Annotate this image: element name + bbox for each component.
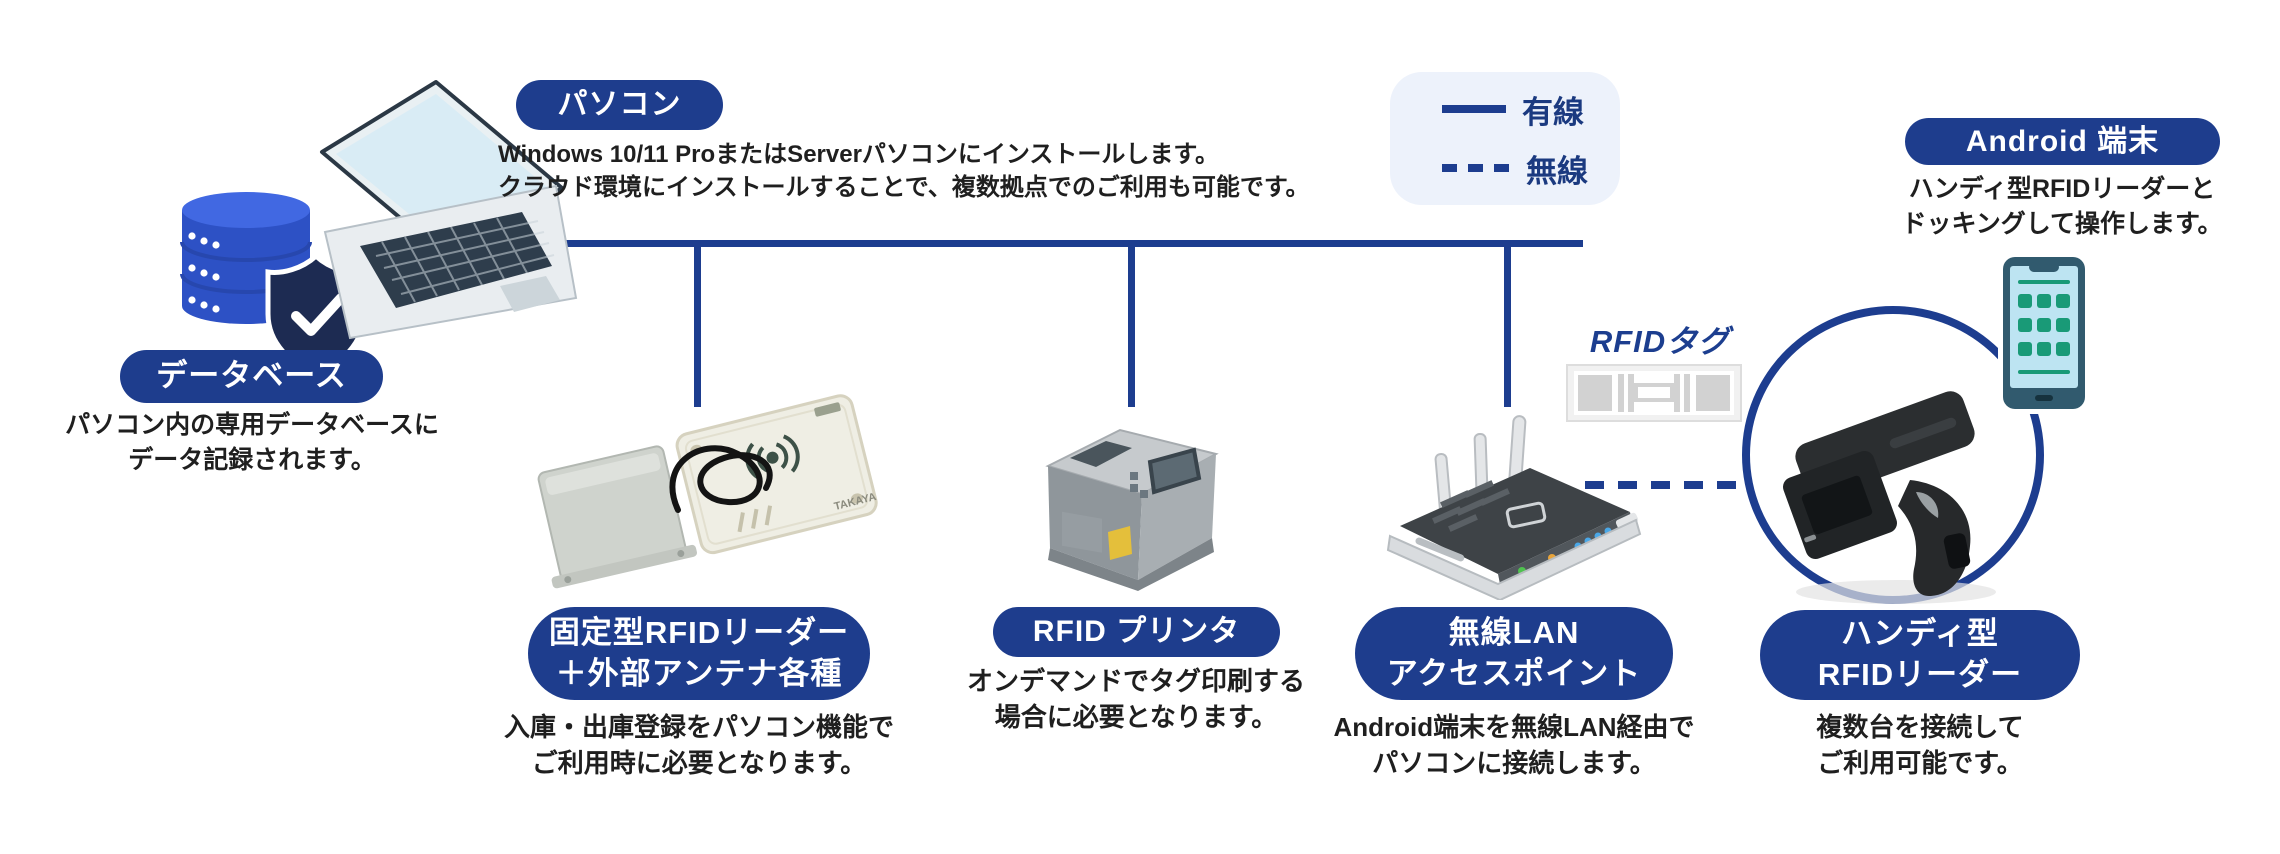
- wireless-router-image: [1386, 415, 1642, 600]
- antenna-cable: [669, 445, 773, 513]
- laptop-icon: [320, 80, 578, 340]
- wired-bus-line: [560, 240, 1583, 247]
- legend-wireless-row: 無線: [1442, 146, 1620, 191]
- fixed-reader-desc-line1: 入庫・出庫登録をパソコン機能で: [503, 712, 894, 742]
- pc-desc-line2: クラウド環境にインストールすることで、複数拠点でのご利用も可能です。: [498, 174, 1310, 202]
- database-icon: [180, 192, 367, 378]
- database-label-pill: データベース: [120, 350, 383, 403]
- fixed-reader-label-line1: 固定型RFIDリーダー: [548, 614, 850, 650]
- handheld-desc-line1: 複数台を接続して: [1816, 712, 2024, 742]
- access-point-label-pill: 無線LAN アクセスポイント: [1355, 607, 1673, 700]
- handheld-description: 複数台を接続して ご利用可能です。: [1720, 710, 2120, 782]
- database-description: パソコン内の専用データベースに データ記録されます。: [52, 408, 452, 477]
- android-description: ハンディ型RFIDリーダーと ドッキングして操作します。: [1862, 172, 2262, 241]
- access-point-label-line2: アクセスポイント: [1386, 655, 1642, 691]
- drop-line-printer: [1128, 240, 1135, 407]
- printer-label: RFID プリンタ: [1032, 615, 1241, 649]
- legend-wireless-label: 無線: [1526, 153, 1588, 189]
- access-point-desc-line2: パソコンに接続します。: [1372, 747, 1656, 778]
- handheld-desc-line2: ご利用可能です。: [1817, 747, 2023, 778]
- fixed-rfid-reader-image: TAKAYA: [537, 394, 878, 589]
- printer-description: オンデマンドでタグ印刷する 場合に必要となります。: [936, 664, 1336, 736]
- rfid-tag-image: [1566, 364, 1742, 422]
- legend-wired-row: 有線: [1442, 87, 1620, 132]
- database-label: データベース: [156, 358, 347, 394]
- wireless-dashed-line: [1585, 481, 1737, 489]
- rfid-printer-image: [1045, 428, 1219, 591]
- printer-desc-line1: オンデマンドでタグ印刷する: [966, 666, 1305, 696]
- legend-wired-label: 有線: [1522, 94, 1584, 130]
- smartphone-icon: [1998, 252, 2090, 414]
- handheld-rfid-reader-image: [1783, 391, 1996, 604]
- wireless-line-sample: [1442, 164, 1510, 172]
- access-point-description: Android端末を無線LAN経由で パソコンに接続します。: [1314, 710, 1714, 782]
- android-label-pill: Android 端末: [1905, 118, 2220, 165]
- pc-label-pill: パソコン: [516, 80, 723, 130]
- drop-line-access-point: [1504, 240, 1511, 407]
- pc-label: パソコン: [557, 88, 682, 122]
- drop-line-fixed-reader: [694, 240, 701, 407]
- database-desc-line1: パソコン内の専用データベースに: [65, 411, 439, 439]
- access-point-label-line1: 無線LAN: [1448, 614, 1580, 650]
- legend-box: 有線 無線: [1390, 72, 1620, 205]
- android-desc-line1: ハンディ型RFIDリーダーと: [1908, 175, 2216, 203]
- printer-desc-line2: 場合に必要となります。: [994, 701, 1278, 732]
- antenna-panel-image: [537, 445, 697, 589]
- handheld-label-line1: ハンディ型: [1841, 616, 1999, 652]
- android-desc-line2: ドッキングして操作します。: [1901, 209, 2223, 238]
- wired-line-sample: [1442, 105, 1506, 113]
- fixed-reader-description: 入庫・出庫登録をパソコン機能で ご利用時に必要となります。: [499, 710, 899, 782]
- handheld-label-pill: ハンディ型 RFIDリーダー: [1760, 610, 2080, 700]
- printer-label-pill: RFID プリンタ: [993, 607, 1280, 657]
- access-point-desc-line1: Android端末を無線LAN経由で: [1333, 712, 1695, 742]
- handheld-label-line2: RFIDリーダー: [1817, 657, 2023, 692]
- fixed-reader-label-pill: 固定型RFIDリーダー ＋外部アンテナ各種: [528, 607, 870, 700]
- database-desc-line2: データ記録されます。: [128, 445, 376, 474]
- fixed-reader-label-line2: ＋外部アンテナ各種: [555, 655, 843, 691]
- android-label: Android 端末: [1965, 124, 2160, 158]
- fixed-reader-desc-line2: ご利用時に必要となります。: [531, 747, 867, 778]
- rfid-tag-label: RFIDタグ: [1589, 324, 1731, 359]
- pc-description: Windows 10/11 ProまたはServerパソコンにインストールします…: [498, 138, 1398, 204]
- pc-desc-line1: Windows 10/11 ProまたはServerパソコンにインストールします…: [498, 141, 1220, 168]
